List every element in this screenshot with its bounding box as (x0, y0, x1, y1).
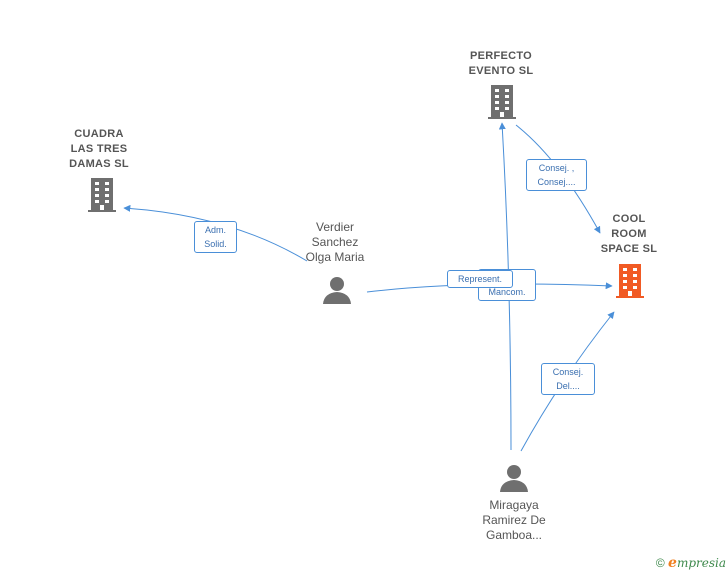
perfecto-evento-label[interactable]: PERFECTO EVENTO SL (452, 49, 550, 79)
empresia-watermark[interactable]: © empresia (656, 555, 726, 571)
edge-label-line: Solid. (204, 239, 227, 249)
miragaya-label-line: Ramirez De (482, 513, 546, 527)
edge-label-adm-solid[interactable]: Adm. Solid. (194, 221, 237, 253)
miragaya-label-line: Miragaya (489, 498, 539, 512)
building-icon[interactable] (86, 177, 118, 213)
building-icon-highlighted[interactable] (614, 263, 646, 299)
cool-label-line: ROOM (611, 228, 647, 240)
edge-label-line: Del.... (556, 381, 580, 391)
miragaya-label[interactable]: Miragaya Ramirez De Gamboa... (466, 498, 562, 543)
cuadra-label-line: DAMAS SL (69, 158, 129, 170)
perfecto-label-line: PERFECTO (469, 50, 533, 62)
person-icon[interactable] (499, 463, 529, 493)
verdier-label-line: Verdier (315, 220, 355, 234)
person-icon[interactable] (322, 275, 352, 305)
cool-label-line: SPACE SL (600, 243, 658, 255)
cuadra-label-line: LAS TRES (70, 143, 128, 155)
copyright-symbol: © (655, 556, 665, 570)
edge-label-line: Consej.... (537, 177, 576, 187)
verdier-label-line: Olga Maria (305, 250, 365, 264)
edge-label-represent[interactable]: Represent. (447, 270, 513, 288)
cuadra-label-line: CUADRA (74, 128, 124, 140)
cuadra-label[interactable]: CUADRA LAS TRES DAMAS SL (52, 127, 146, 172)
edge-label-line: Consej. (552, 367, 584, 377)
brand-rest: mpresia (676, 556, 726, 570)
cool-label-line: COOL (612, 213, 646, 225)
brand-initial: e (668, 555, 677, 571)
building-icon[interactable] (486, 84, 518, 120)
miragaya-label-line: Gamboa... (485, 528, 543, 542)
edge-label-consej-bottom[interactable]: Consej. Del.... (541, 363, 595, 395)
perfecto-label-line: EVENTO SL (468, 65, 534, 77)
edge-label-line: Adm. (204, 225, 226, 235)
edge-label-line: Represent. (457, 274, 503, 284)
verdier-label-line: Sanchez (311, 235, 359, 249)
edge-label-line: Mancom. (488, 287, 526, 297)
cool-room-label[interactable]: COOL ROOM SPACE SL (584, 212, 674, 257)
verdier-label[interactable]: Verdier Sanchez Olga Maria (290, 220, 380, 265)
edge-label-line: Consej. , (538, 163, 575, 173)
brand-logo: empresia (668, 555, 726, 571)
edge-label-consej-top[interactable]: Consej. , Consej.... (526, 159, 587, 191)
